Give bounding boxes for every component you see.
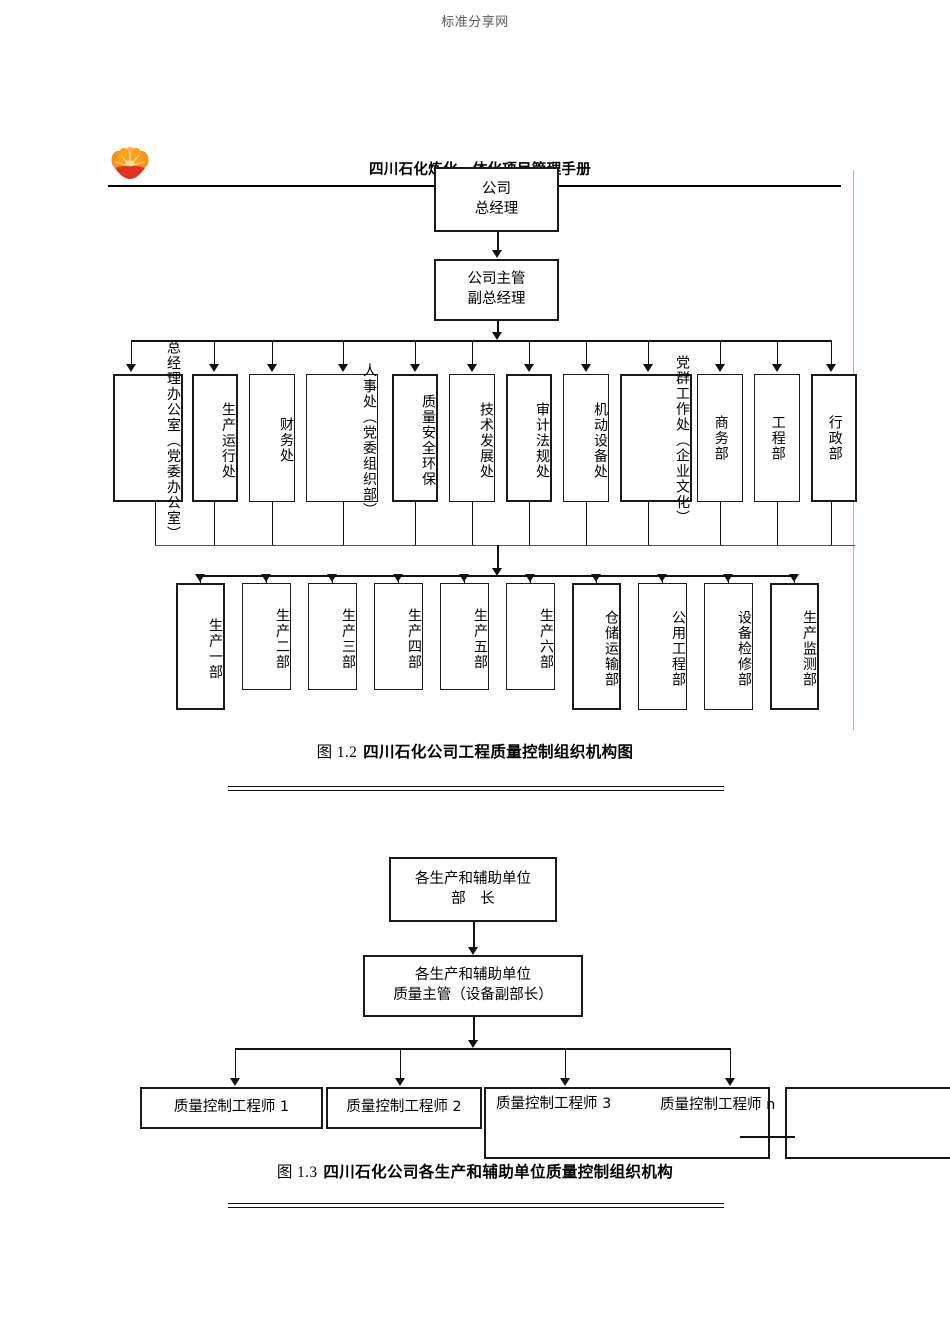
- arrow-director-to-supervisor: [468, 947, 478, 955]
- box-line-1: 各生产和辅助单位: [415, 967, 531, 984]
- box-line-1: 各生产和辅助单位: [415, 870, 531, 887]
- connector-gm-to-deputy: [497, 232, 499, 252]
- production-box-4: 生产四部: [374, 583, 423, 690]
- box-line-1: 公司: [482, 180, 511, 197]
- dept-label: 机动设备处: [592, 401, 608, 480]
- dept-label: 工程部: [769, 414, 786, 462]
- figure-1-2-caption-text: 四川石化公司工程质量控制组织机构图: [363, 743, 634, 761]
- engineer-box-stub-line: [740, 1136, 795, 1138]
- dept-label: 技术发展处: [478, 401, 494, 480]
- dept-box-8: 机动设备处: [563, 374, 609, 502]
- production-label: 生产一部: [207, 618, 223, 680]
- connector-director-to-supervisor: [473, 922, 475, 950]
- petrochina-logo-icon: [108, 146, 152, 184]
- engineer-box-1: 质量控制工程师 1: [140, 1087, 323, 1129]
- engineer-box-4-label: 质量控制工程师 n: [660, 1093, 775, 1114]
- production-label: 生产监测部: [801, 610, 817, 688]
- dept-label: 审计法规处: [534, 401, 550, 480]
- dept-label: 质量安全环保: [420, 394, 436, 487]
- arrow-collector-to-production: [492, 568, 502, 576]
- box-unit-director: 各生产和辅助单位 部 长: [389, 857, 557, 922]
- figure-1-3-caption-text: 四川石化公司各生产和辅助单位质量控制组织机构: [323, 1163, 674, 1181]
- production-label: 生产二部: [274, 608, 290, 670]
- dept-label: 财务处: [278, 417, 294, 464]
- department-bus-line: [131, 340, 831, 342]
- engineer-label: 质量控制工程师 2: [346, 1099, 462, 1116]
- connector-deputy-to-bus: [497, 321, 499, 335]
- production-box-2: 生产二部: [242, 583, 291, 690]
- production-label: 设备检修部: [736, 610, 752, 688]
- production-box-1: 生产一部: [176, 583, 225, 710]
- box-company-general-manager: 公司 总经理: [434, 167, 559, 232]
- production-box-7: 仓储运输部: [572, 583, 621, 710]
- figure-1-3-divider: [228, 1203, 724, 1208]
- dept-box-11: 工程部: [754, 374, 800, 502]
- production-label: 公用工程部: [670, 610, 686, 688]
- box-company-deputy-gm: 公司主管 副总经理: [434, 259, 559, 321]
- production-box-8: 公用工程部: [638, 583, 687, 710]
- dept-box-6: 技术发展处: [449, 374, 495, 502]
- box-line-2: 副总经理: [467, 291, 526, 307]
- dept-box-5: 质量安全环保: [392, 374, 438, 502]
- figure-1-2-caption-number: 图 1.2: [316, 744, 358, 761]
- dept-box-3: 财务处: [249, 374, 295, 502]
- dept-box-1: 总经理办公室（党委办公室）: [113, 340, 183, 541]
- engineer-box-2: 质量控制工程师 2: [326, 1087, 482, 1129]
- engineer-bus-line: [235, 1048, 730, 1050]
- engineer-box-3: 质量控制工程师 3: [484, 1087, 770, 1159]
- production-box-9: 设备检修部: [704, 583, 753, 710]
- arrow-gm-to-deputy: [492, 250, 502, 258]
- production-label: 生产四部: [406, 608, 422, 670]
- dept-label: 人事处（党委组织部）: [361, 363, 377, 518]
- arrow-deputy-to-bus: [492, 332, 502, 340]
- box-line-2: 部 长: [451, 890, 495, 907]
- engineer-box-4: [785, 1087, 950, 1159]
- dept-label: 总经理办公室（党委办公室）: [165, 339, 181, 542]
- box-line-2: 总经理: [474, 200, 519, 217]
- figure-1-3-caption-number: 图 1.3: [276, 1164, 318, 1181]
- connector-supervisor-to-bus: [473, 1017, 475, 1045]
- arrow-supervisor-to-bus: [468, 1040, 478, 1048]
- dept-label: 商务部: [712, 414, 729, 462]
- production-box-10: 生产监测部: [770, 583, 819, 710]
- department-collector-bus: [155, 545, 855, 546]
- figure-1-2-caption: 图 1.2 四川石化公司工程质量控制组织机构图: [0, 740, 950, 762]
- watermark-text: 标准分享网: [441, 15, 509, 30]
- production-label: 仓储运输部: [603, 610, 619, 688]
- dept-label: 行政部: [826, 414, 843, 462]
- engineer-label: 质量控制工程师 1: [173, 1099, 290, 1116]
- dept-box-9: 党群工作处（企业文化）: [620, 355, 692, 526]
- connector-collector-to-production: [497, 545, 499, 573]
- production-label: 生产六部: [538, 608, 554, 670]
- box-line-1: 公司主管: [467, 271, 526, 288]
- engineer-label: 质量控制工程师 3: [496, 1096, 612, 1112]
- box-line-2: 质量主管（设备副部长）: [393, 987, 553, 1003]
- dept-box-2: 生产运行处: [192, 374, 238, 502]
- production-label: 生产三部: [340, 608, 356, 670]
- production-box-3: 生产三部: [308, 583, 357, 690]
- engineer-label: 质量控制工程师 n: [660, 1097, 776, 1113]
- box-unit-quality-supervisor: 各生产和辅助单位 质量主管（设备副部长）: [363, 955, 583, 1017]
- dept-label: 党群工作处（企业文化）: [674, 355, 690, 526]
- dept-box-4: 人事处（党委组织部）: [306, 363, 378, 518]
- production-bus-line: [200, 575, 795, 577]
- production-label: 生产五部: [472, 608, 488, 670]
- dept-box-7: 审计法规处: [506, 374, 552, 502]
- production-box-5: 生产五部: [440, 583, 489, 690]
- production-box-6: 生产六部: [506, 583, 555, 690]
- page-header: 四川石化炼化一体化项目管理手册: [0, 72, 950, 187]
- dept-label: 生产运行处: [220, 401, 236, 480]
- dept-box-10: 商务部: [697, 374, 743, 502]
- figure-1-2-divider: [228, 786, 724, 791]
- figure-1-3-caption: 图 1.3 四川石化公司各生产和辅助单位质量控制组织机构: [0, 1160, 950, 1182]
- dept-box-12: 行政部: [811, 374, 857, 502]
